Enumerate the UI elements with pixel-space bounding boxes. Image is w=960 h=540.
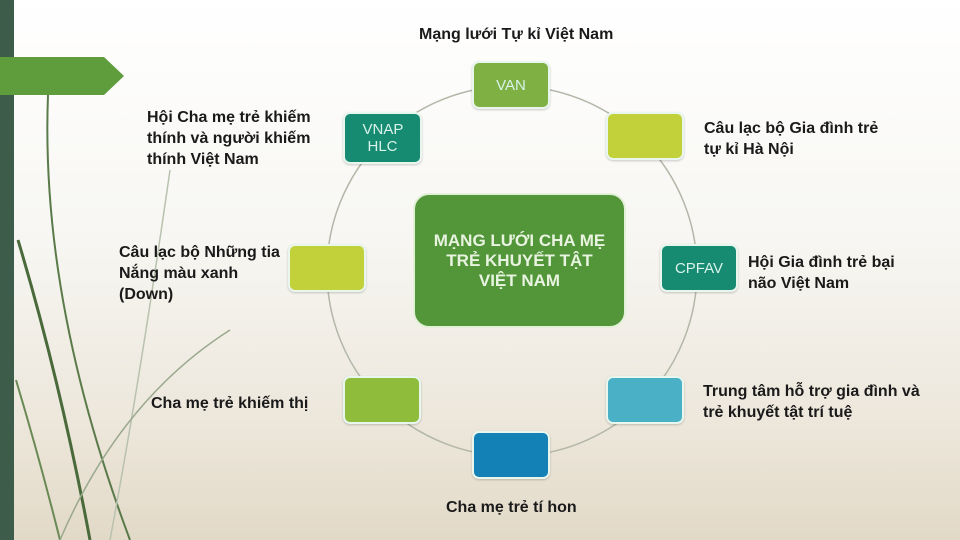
node-cpfav: CPFAV xyxy=(660,244,738,292)
node-intellectual-disability-center xyxy=(606,376,684,424)
decorative-curve xyxy=(109,169,171,540)
label-down-club: Câu lạc bộ Những tia Nắng màu xanh (Down… xyxy=(119,244,280,303)
node-vnap-hlc: VNAP HLC xyxy=(343,112,422,164)
decorative-curve xyxy=(15,379,61,540)
node-abbr: VAN xyxy=(496,76,526,94)
node-van: VAN xyxy=(472,61,550,109)
center-title: MẠNG LƯỚI CHA MẸ TRẺ KHUYẾT TẬT VIỆT NAM xyxy=(433,230,606,290)
node-abbr: CPFAV xyxy=(674,259,724,277)
sidebar-bar xyxy=(0,0,14,540)
label-autism-club-hanoi: Câu lạc bộ Gia đình trẻ tự kỉ Hà Nội xyxy=(704,120,879,158)
label-van: Mạng lưới Tự kỉ Việt Nam xyxy=(419,26,614,43)
node-visually-impaired xyxy=(343,376,421,424)
node-abbr: VNAP HLC xyxy=(362,121,404,155)
label-visually-impaired: Cha mẹ trẻ khiếm thị xyxy=(151,395,309,412)
center-node: MẠNG LƯỚI CHA MẸ TRẺ KHUYẾT TẬT VIỆT NAM xyxy=(413,193,626,328)
decorative-curve xyxy=(16,239,92,540)
node-autism-club-hanoi xyxy=(606,112,684,160)
label-cpfav: Hội Gia đình trẻ bại não Việt Nam xyxy=(748,254,895,292)
label-tiny-children: Cha mẹ trẻ tí hon xyxy=(446,499,577,516)
arrow-banner xyxy=(0,57,124,95)
label-vnap-hlc: Hội Cha mẹ trẻ khiếm thính và người khiế… xyxy=(147,109,311,168)
node-tiny-children xyxy=(472,431,550,479)
decorative-curve xyxy=(59,329,231,540)
node-down-club xyxy=(288,244,366,292)
decorative-curve xyxy=(46,94,131,540)
label-intellectual-disability-center: Trung tâm hỗ trợ gia đình và trẻ khuyết … xyxy=(703,383,920,421)
